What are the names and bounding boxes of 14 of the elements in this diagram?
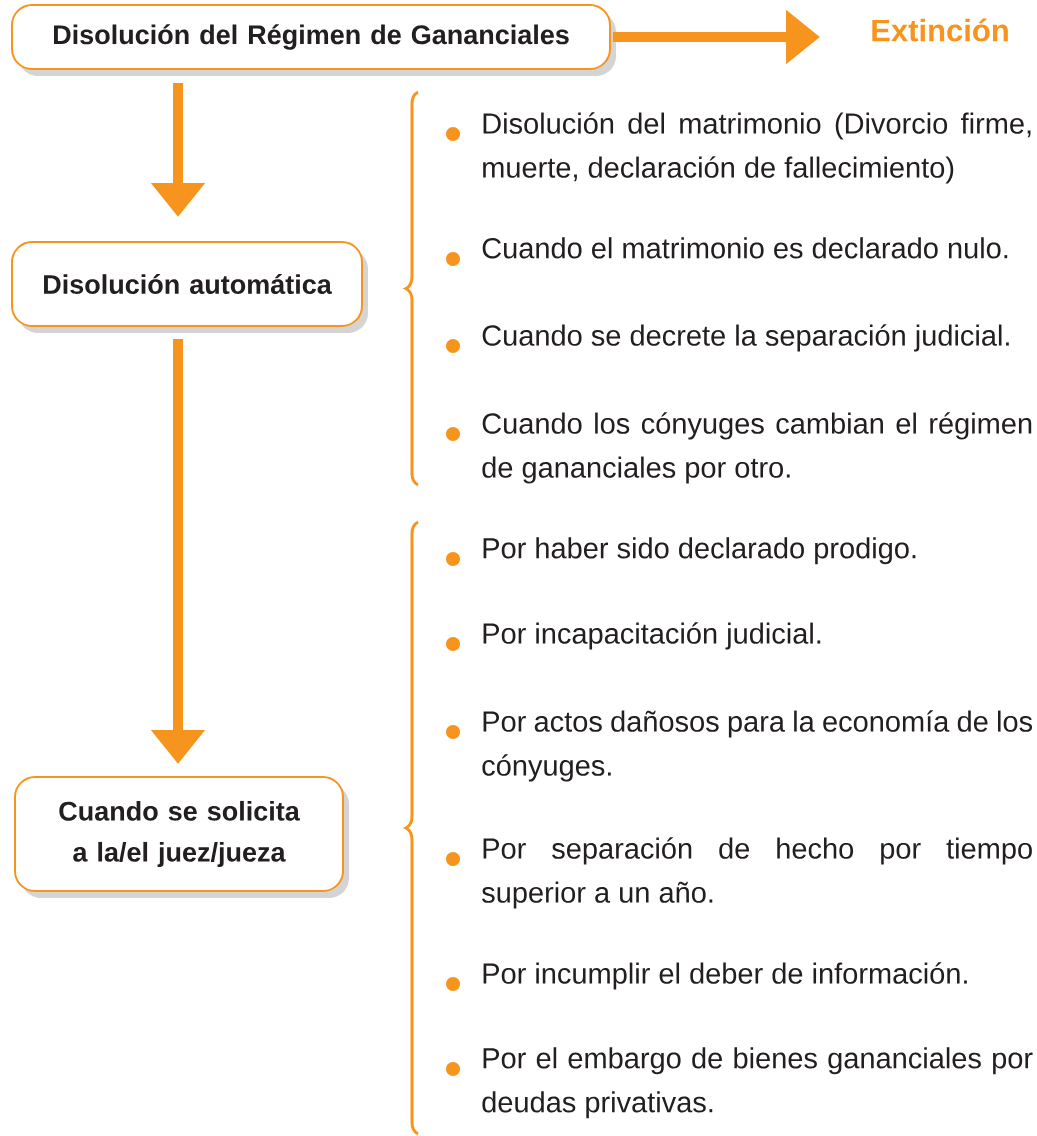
rounded-box: Disolución del Régimen de Gananciales (11, 4, 616, 76)
bullet-item: Por el embargo de bienes gananciales por deudas privativas. (446, 1047, 1033, 1119)
bullet-item: Por actos dañosos para la economía de los cónyuges. (446, 710, 1033, 782)
heading-text: Extinción (872, 18, 1008, 42)
bullet-item: Cuando los cónyuges cambian el régimen de gananciales por otro. (446, 412, 1032, 484)
bullet-item: Por separación de hecho por tiempo superior a un año. (446, 837, 1032, 909)
bullet-item: Cuando el matrimonio es declarado nulo. (446, 237, 1008, 266)
bullet-item: Por incapacitación judicial. (446, 622, 821, 651)
rounded-box: Disolución automática (11, 241, 368, 333)
bullet-item: Cuando se decrete la separación judicial. (446, 324, 1009, 353)
bullet-item: Por incumplir el deber de información. (446, 962, 967, 991)
rounded-box: Cuando se solicita a la/el juez/jueza (14, 776, 349, 898)
bullet-item: Disolución del matrimonio (Divorcio firme, muerte, declaración de fallecimiento) (446, 112, 1031, 184)
bullet-item: Por haber sido declarado prodigo. (446, 537, 916, 566)
